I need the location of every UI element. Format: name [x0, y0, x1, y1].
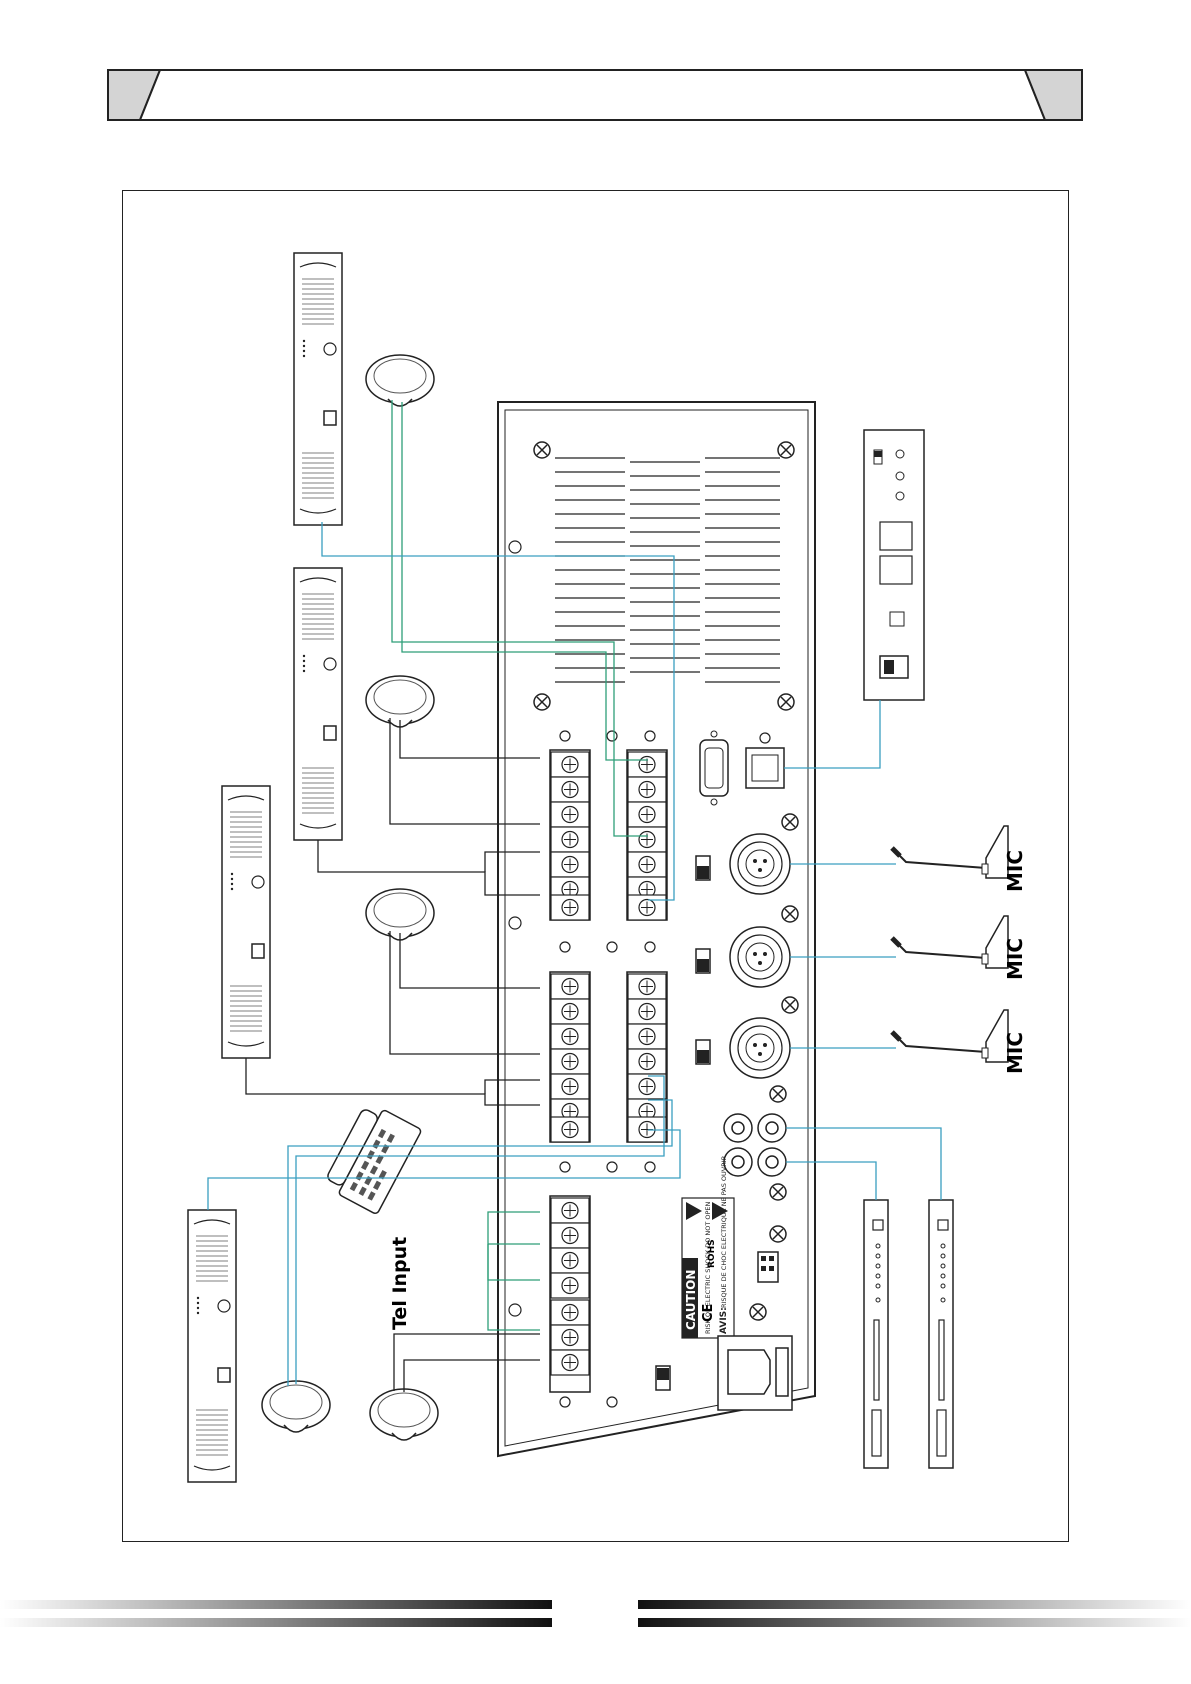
rca-jack-icon — [724, 1114, 786, 1176]
speaker-output-terminal-block-3 — [550, 972, 590, 1142]
tel-input-label: Tel Input — [389, 1237, 411, 1330]
power-amplifier-icon — [222, 786, 270, 1058]
speaker-icon — [366, 355, 434, 406]
expansion-module — [864, 430, 924, 700]
microphone-icon — [892, 826, 1008, 878]
serial-port-icon — [700, 731, 728, 805]
speaker-output-terminal-block-4 — [627, 972, 667, 1142]
speaker-output-terminal-block-1 — [550, 750, 590, 920]
telephone-icon — [322, 1101, 422, 1215]
speaker-icon — [366, 889, 434, 940]
telephone-and-aux-terminal-block — [550, 1196, 590, 1392]
ground-switch-icon — [656, 1366, 670, 1390]
page-footer-bars — [0, 1596, 1191, 1636]
dip-switch-icon — [758, 1252, 778, 1282]
ce-mark: CE — [701, 1304, 716, 1322]
microphone-icon — [892, 916, 1008, 968]
power-amplifier-icon — [294, 568, 342, 840]
avis-subtext: RISQUE DE CHOC ELECTRIQUE NE PAS OUVRIR — [720, 1155, 728, 1308]
speaker-icon — [370, 1389, 438, 1440]
power-amplifier-icon — [188, 1210, 236, 1482]
power-inlet-icon — [718, 1336, 792, 1410]
microphone-icon — [892, 1010, 1008, 1062]
xlr-jack-icon — [730, 1018, 790, 1078]
mic-label: MIC — [1003, 938, 1027, 980]
speaker-icon — [262, 1381, 330, 1432]
power-amplifier-icon — [294, 253, 342, 525]
network-port-icon — [746, 733, 784, 788]
remote-panel-icon — [864, 1200, 888, 1468]
remote-panel-icon — [929, 1200, 953, 1468]
xlr-jack-icon — [730, 927, 790, 987]
avis-heading: AVIS: — [719, 1307, 729, 1334]
caution-heading: CAUTION — [684, 1270, 698, 1330]
xlr-jack-icon — [730, 834, 790, 894]
speaker-output-terminal-block-2 — [627, 750, 667, 920]
rohs-mark: ROHS — [707, 1239, 717, 1268]
speaker-icon — [366, 676, 434, 727]
mic-label: MIC — [1003, 1032, 1027, 1074]
mic-label: MIC — [1003, 850, 1027, 892]
